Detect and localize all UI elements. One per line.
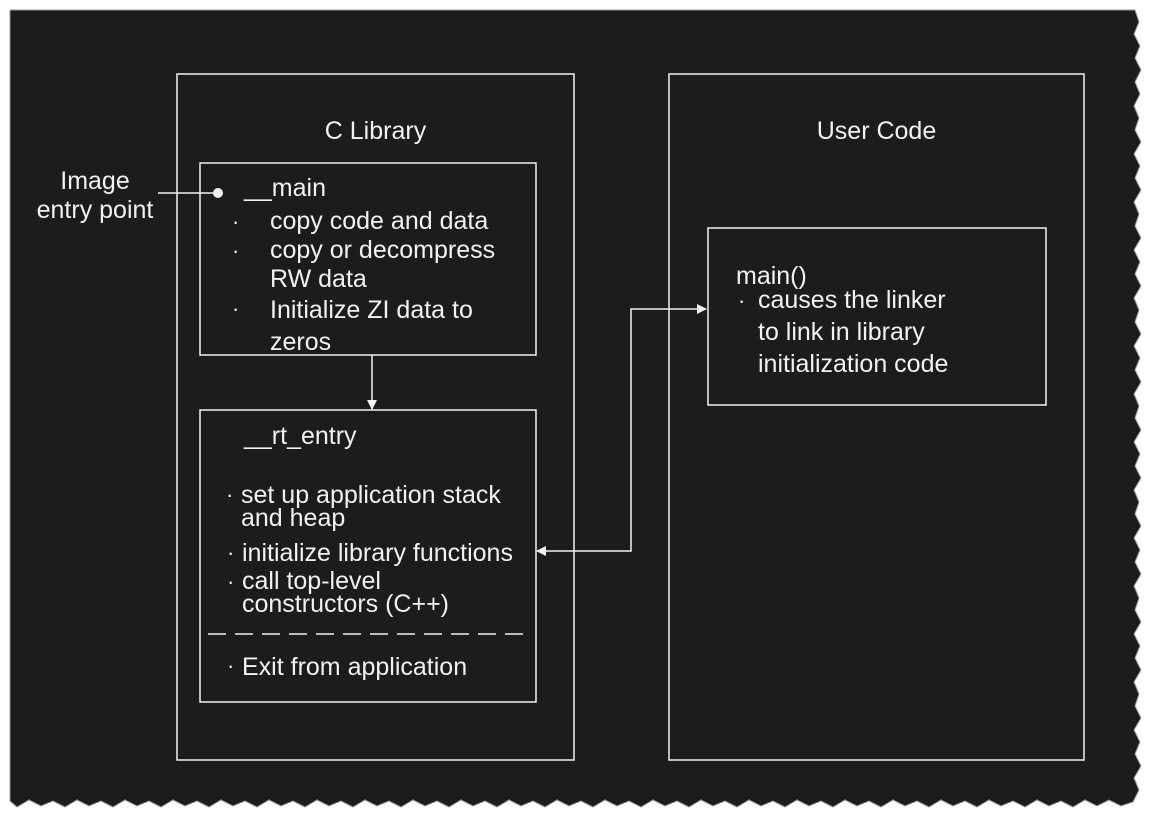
user-code-title: User Code [816,117,937,145]
entry-point-label: Image entry point [30,167,160,225]
rt-item-line: set up application stack [241,481,501,509]
user-code-container [668,73,1085,761]
rt-entry-box [199,409,537,703]
rt-item-line: constructors (C++) [242,590,450,618]
bullet: · [738,288,746,313]
bullet: · [232,238,240,263]
rt-item-init-library: initialize library functions [242,539,513,567]
bullet: · [227,653,235,678]
bullet: · [227,569,235,594]
user-main-item-line: initialization code [758,350,949,378]
entry-point-label-line: Image [60,167,130,195]
rt-entry-title: __rt_entry [244,422,357,450]
main-item-line: Initialize ZI data to [270,296,473,324]
main-box [199,162,537,356]
bullet: · [232,209,240,234]
user-main-item-line: causes the linker [758,286,946,314]
user-main-item-line: to link in library [758,318,925,346]
rt-item-exit: Exit from application [242,653,468,681]
main-box-title: __main [244,174,326,202]
background-panel [9,9,1142,808]
main-item-line: RW data [270,265,367,293]
entry-point-dot [213,188,223,198]
main-item-init-zi: Initialize ZI data to zeros [270,294,473,358]
user-main-box [707,227,1047,406]
bullet: · [227,540,235,565]
main-item-line: copy or decompress [270,236,496,264]
rt-item-constructors: call top-level constructors (C++) [242,567,450,618]
main-item-copy-decompress: copy or decompress RW data [270,236,495,294]
rt-item-line: and heap [241,504,346,532]
c-library-container [176,73,575,761]
library-init-connector [598,304,707,552]
main-item-line: zeros [270,328,332,356]
main-item-copy-code: copy code and data [270,207,489,235]
bullet: · [226,482,234,507]
user-main-item: causes the linker to link in library ini… [758,284,948,380]
bullet: · [232,296,240,321]
rt-item-line: call top-level [242,567,381,595]
entry-point-label-line: entry point [36,196,154,224]
rt-item-stack-heap: set up application stack and heap [241,481,501,532]
user-main-title: main() [736,262,807,290]
c-library-title: C Library [324,117,427,145]
